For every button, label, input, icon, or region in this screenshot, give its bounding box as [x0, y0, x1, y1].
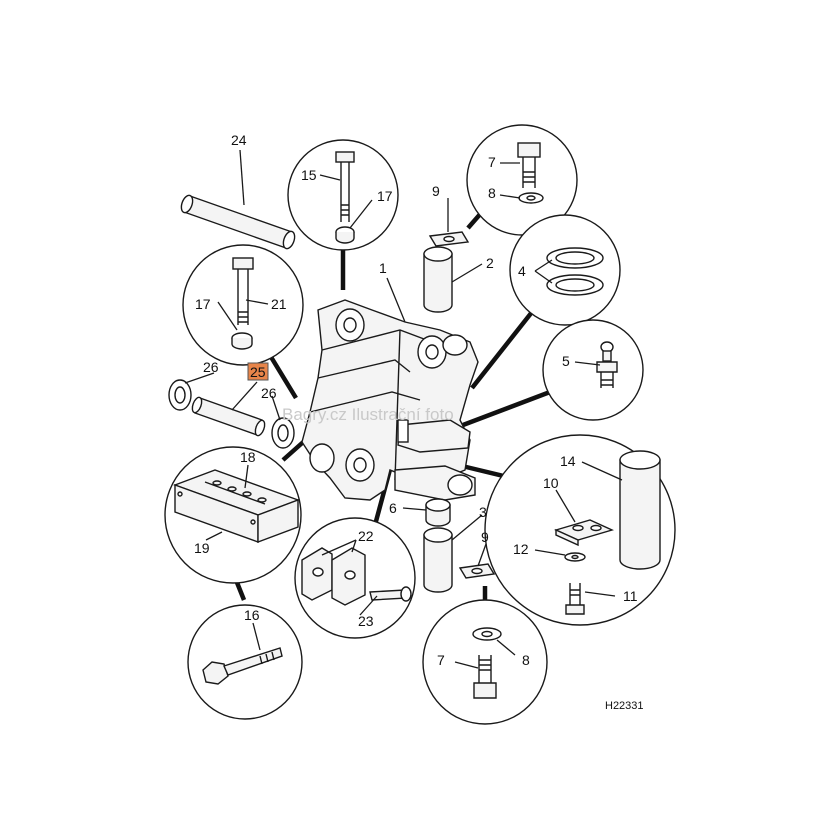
label-4: 4	[518, 263, 526, 279]
detail-circle-15-17	[287, 139, 399, 251]
detail-circle-18-19	[164, 446, 302, 584]
coupler-body-1	[301, 299, 479, 501]
label-21: 21	[271, 296, 287, 312]
label-16: 16	[244, 607, 260, 623]
label-2: 2	[486, 255, 494, 271]
label-15: 15	[301, 167, 317, 183]
pin-25	[191, 396, 266, 437]
label-9-top: 9	[432, 183, 440, 199]
label-8-top: 8	[488, 185, 496, 201]
detail-circle-22-23	[294, 517, 416, 639]
label-22: 22	[358, 528, 374, 544]
label-12: 12	[513, 541, 529, 557]
connector-5	[462, 389, 551, 428]
washer-26-left	[168, 379, 192, 411]
label-5: 5	[562, 353, 570, 369]
detail-circle-10-14	[484, 434, 676, 626]
detail-circle-5	[542, 319, 644, 421]
plate-9-top	[428, 231, 470, 247]
label-3: 3	[479, 504, 487, 520]
connector-4	[470, 310, 534, 390]
label-11: 11	[623, 588, 638, 604]
label-24: 24	[231, 132, 247, 148]
label-14: 14	[560, 453, 576, 469]
label-17-top: 17	[377, 188, 393, 204]
label-23: 23	[358, 613, 374, 629]
drawing-code: H22331	[605, 700, 644, 712]
detail-circle-17-21	[182, 244, 304, 366]
pin-3	[423, 527, 453, 593]
washer-26-right	[271, 417, 295, 449]
label-7-top: 7	[488, 154, 496, 170]
pin-2	[423, 246, 453, 313]
connector-17-21	[266, 350, 298, 400]
pin-24	[180, 194, 296, 250]
watermark-text: Bagry.cz Ilustrační foto	[282, 405, 454, 424]
label-1: 1	[379, 260, 387, 276]
label-26-right: 26	[261, 385, 277, 401]
label-25: 25	[250, 364, 266, 380]
label-19: 19	[194, 540, 210, 556]
leader-lines	[184, 149, 623, 669]
label-7-bottom: 7	[437, 652, 445, 668]
detail-circle-16	[187, 604, 303, 720]
label-10: 10	[543, 475, 559, 491]
plate-9-bottom	[458, 563, 496, 579]
label-8-bottom: 8	[522, 652, 530, 668]
label-18: 18	[240, 449, 256, 465]
highlight-25	[247, 362, 269, 381]
label-9-bottom: 9	[481, 529, 489, 545]
label-17-left: 17	[195, 296, 211, 312]
bush-6	[425, 498, 451, 527]
label-26-left: 26	[203, 359, 219, 375]
label-6: 6	[389, 500, 397, 516]
detail-circle-4	[509, 214, 621, 326]
detail-circle-7-8-bottom	[422, 599, 548, 725]
